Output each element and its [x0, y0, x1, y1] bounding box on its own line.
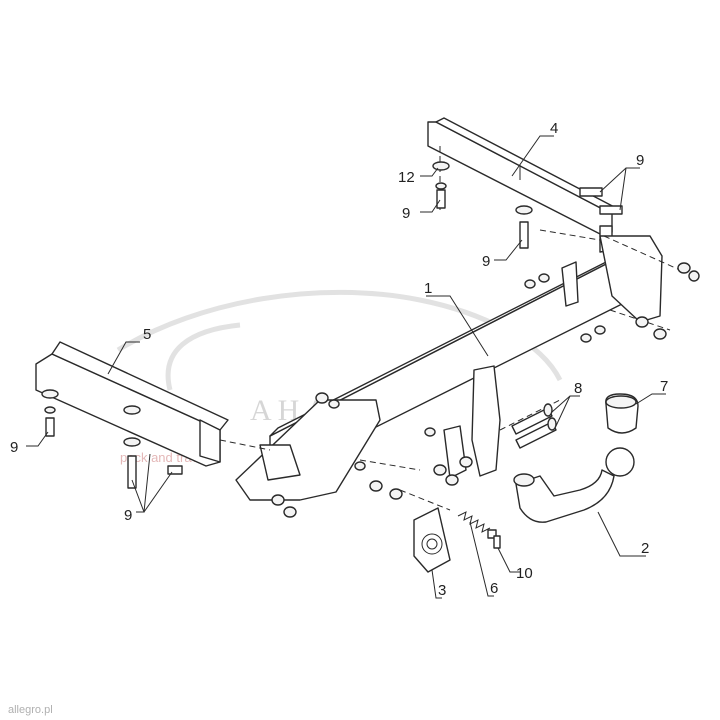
- callout-9-top-right: 9: [636, 152, 644, 169]
- callout-1: 1: [424, 280, 432, 297]
- callout-8: 8: [574, 380, 582, 397]
- callout-4: 4: [550, 120, 558, 137]
- callout-9-middle: 9: [482, 253, 490, 270]
- part-10-bolt: [493, 535, 501, 549]
- image-credit: allegro.pl: [8, 704, 53, 716]
- part-7-cap: [605, 393, 639, 434]
- callout-3: 3: [438, 582, 446, 599]
- assembly-lines: [219, 146, 681, 511]
- callout-10: 10: [516, 565, 533, 582]
- fasteners: [41, 161, 700, 518]
- part-1-crossbar: [235, 235, 663, 501]
- callout-9-upper: 9: [402, 205, 410, 222]
- part-8-bolts: [511, 403, 557, 449]
- callout-12: 12: [398, 169, 415, 186]
- callout-9-left: 9: [10, 439, 18, 456]
- part-6-spring: [457, 511, 497, 539]
- part-5-bracket: [35, 341, 229, 467]
- callout-5: 5: [143, 326, 151, 343]
- callout-6: 6: [490, 580, 498, 597]
- part-2-towball: [513, 447, 635, 523]
- callout-7: 7: [660, 378, 668, 395]
- callout-2: 2: [641, 540, 649, 557]
- leader-lines: [26, 135, 666, 599]
- callout-9-bottom-left: 9: [124, 507, 132, 524]
- callouts: 1 2 3 4 5 6 7 8 9 9 9 9 9 10 12: [10, 120, 668, 599]
- part-3-socket-plate: [413, 507, 451, 573]
